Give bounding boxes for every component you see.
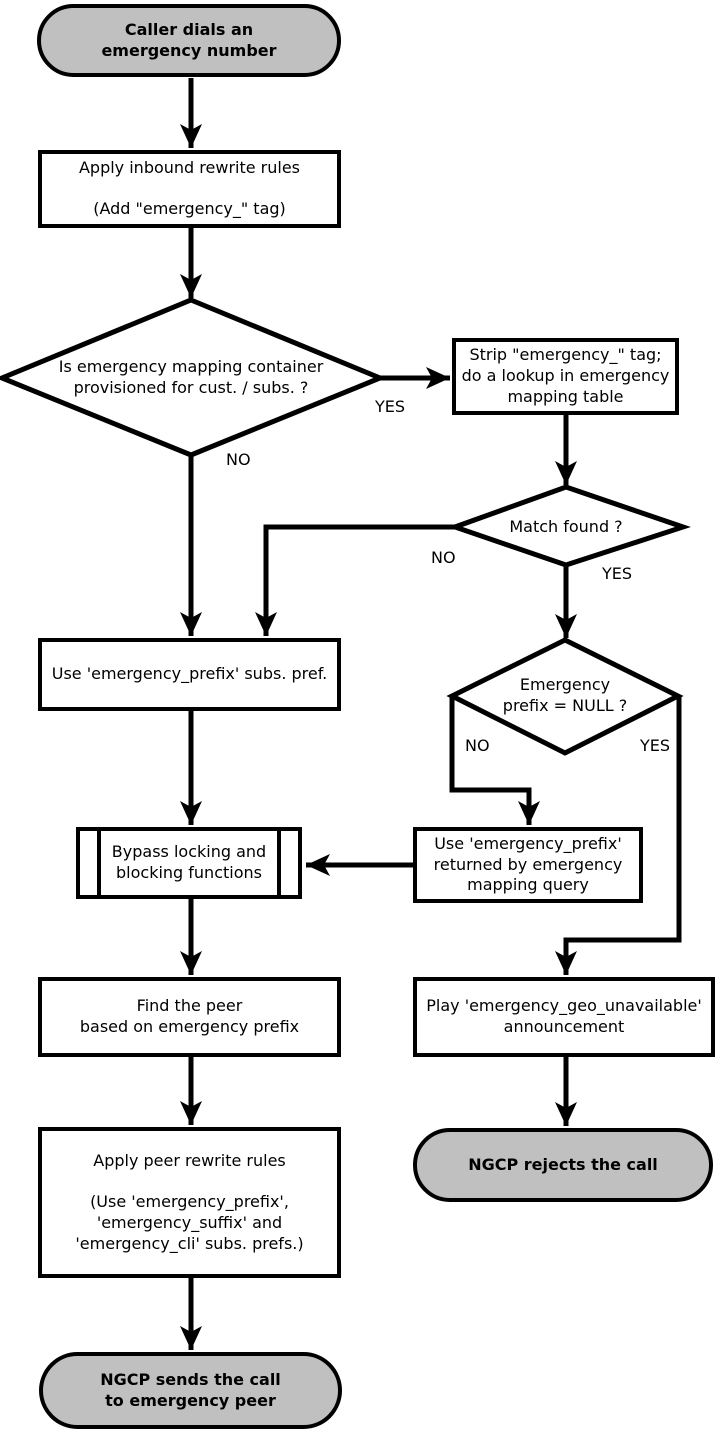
edge-label-match-yes: YES	[602, 564, 633, 583]
process-use-returned-prefix: Use 'emergency_prefix' returned by emerg…	[413, 827, 643, 903]
decision-match-found-shape	[447, 484, 691, 568]
edge-label-provisioned-no: NO	[226, 450, 251, 469]
terminal-reject-call: NGCP rejects the call	[413, 1128, 713, 1202]
decision-mapping-provisioned-shape	[0, 297, 387, 458]
process-peer-rewrite: Apply peer rewrite rules (Use 'emergency…	[38, 1127, 341, 1278]
decision-prefix-null-label: Emergency prefix = NULL ?	[502, 675, 628, 715]
edge-label-null-no: NO	[465, 736, 490, 755]
process-use-subs-prefix: Use 'emergency_prefix' subs. pref.	[38, 638, 341, 711]
decision-mapping-provisioned-label: Is emergency mapping container provision…	[58, 357, 324, 397]
process-strip-tag: Strip "emergency_" tag; do a lookup in e…	[452, 338, 679, 415]
decision-match-found-label: Match found ?	[509, 516, 623, 536]
edge-match-no-to-use-subs-prefix	[255, 524, 455, 636]
decision-prefix-null-shape	[446, 637, 684, 756]
process-inbound-rewrite: Apply inbound rewrite rules (Add "emerge…	[38, 150, 341, 228]
edge-null-no-to-use-returned	[449, 696, 540, 825]
process-play-announcement: Play 'emergency_geo_unavailable' announc…	[413, 977, 715, 1057]
edge-label-null-yes: YES	[640, 736, 671, 755]
edge-null-yes-to-play	[555, 696, 682, 975]
terminal-send-call: NGCP sends the call to emergency peer	[39, 1352, 342, 1429]
edge-label-match-no: NO	[431, 548, 456, 567]
predefined-bypass-locking: Bypass locking and blocking functions	[76, 827, 302, 899]
edge-label-provisioned-yes: YES	[375, 397, 406, 416]
terminal-start: Caller dials an emergency number	[37, 4, 341, 77]
process-find-peer: Find the peer based on emergency prefix	[38, 977, 341, 1057]
